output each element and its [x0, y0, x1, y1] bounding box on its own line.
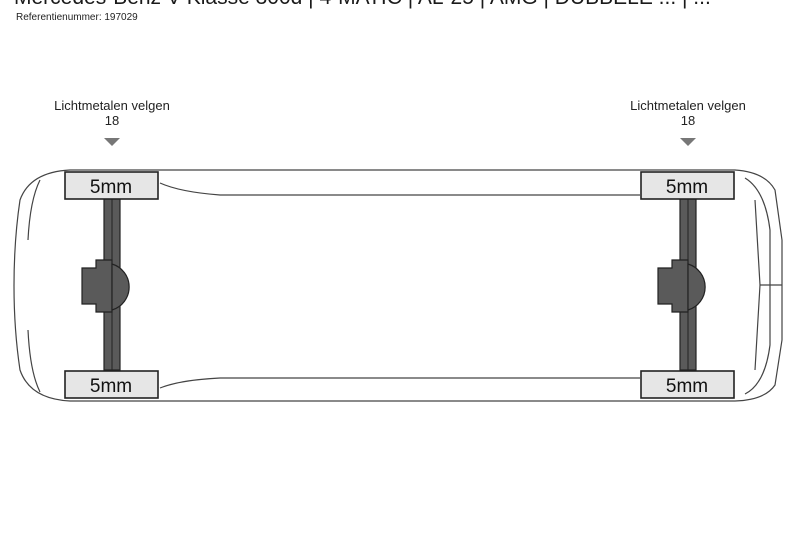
rear-axle-label: Lichtmetalen velgen 18 [608, 98, 768, 128]
rear-left-tread-depth: 5mm [666, 177, 708, 198]
rear-right-tread-depth: 5mm [666, 376, 708, 397]
rear-rim-size: 18 [680, 113, 696, 128]
front-axle: 5mm 5mm [64, 171, 159, 399]
rear-axle: 5mm 5mm [640, 171, 735, 399]
front-differential [81, 259, 113, 313]
vehicle-title: Mercedes-Benz V-Klasse 300d | 4-MATIC | … [14, 0, 711, 10]
front-left-tread-depth: 5mm [90, 177, 132, 198]
front-right-tread-depth: 5mm [90, 376, 132, 397]
front-axle-label: Lichtmetalen velgen 18 [32, 98, 192, 128]
vehicle-body-outline [13, 169, 783, 402]
front-left-tyre [64, 171, 159, 200]
front-rim-type: Lichtmetalen velgen [54, 98, 170, 113]
front-rim-size: 18 [104, 113, 120, 128]
rear-right-tyre [640, 370, 735, 399]
front-axle-arrow-icon [104, 138, 120, 146]
front-right-tyre [64, 370, 159, 399]
reference-number: Referentienummer: 197029 [16, 12, 138, 23]
rear-rim-type: Lichtmetalen velgen [630, 98, 746, 113]
rear-differential [657, 259, 689, 313]
rear-left-tyre [640, 171, 735, 200]
rear-axle-arrow-icon [680, 138, 696, 146]
